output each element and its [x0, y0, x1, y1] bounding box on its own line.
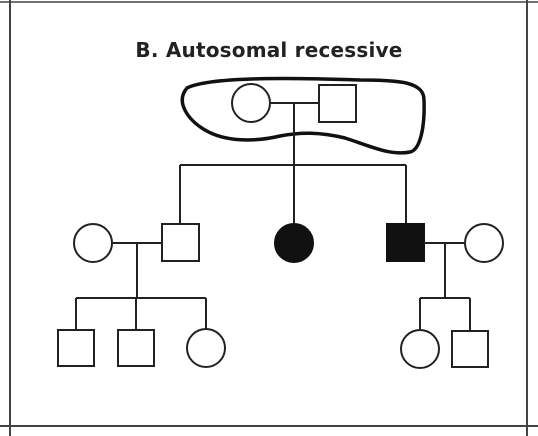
g3-left-male-1-symbol	[57, 329, 95, 367]
g2-affected-son-symbol	[386, 223, 425, 262]
g3-left-female-symbol	[186, 328, 226, 368]
g1-male-symbol	[318, 84, 357, 123]
g2-spouse-female-left-symbol	[73, 223, 113, 263]
g3-right-male-symbol	[451, 330, 489, 368]
g1-female-symbol	[231, 83, 271, 123]
g3-right-female-symbol	[400, 329, 440, 369]
g2-affected-daughter-symbol	[274, 223, 314, 263]
g3-left-male-2-symbol	[117, 329, 155, 367]
highlight-loop	[180, 76, 426, 155]
figure-title: B. Autosomal recessive	[135, 38, 403, 62]
g2-son-left-symbol	[161, 223, 200, 262]
g2-spouse-female-right-symbol	[464, 223, 504, 263]
